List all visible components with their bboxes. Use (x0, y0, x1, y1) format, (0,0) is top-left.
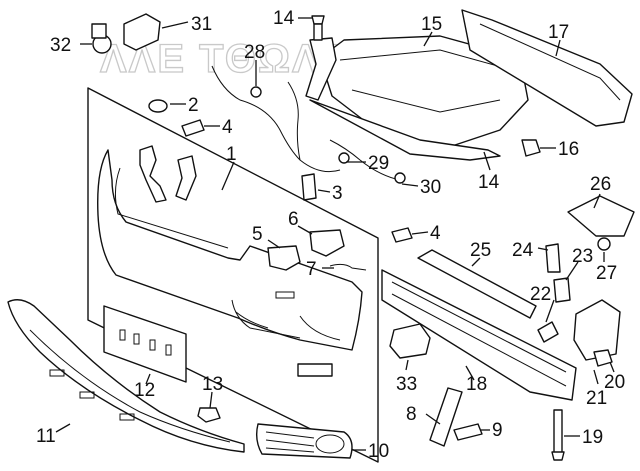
callout-7: 7 (306, 259, 317, 280)
callout-12: 12 (134, 380, 155, 401)
callout-34: 33 (396, 374, 417, 395)
plate-bracket (103, 305, 187, 383)
screw-9 (453, 423, 483, 441)
clip-2 (148, 99, 168, 113)
callout-23: 22 (530, 284, 551, 305)
callout-20: 19 (582, 427, 603, 448)
callouts: 31 32 14 28 15 17 2 4 1 3 16 14 29 30 5 … (36, 8, 625, 462)
harness-29 (211, 65, 301, 161)
cover-bracket-right (175, 155, 197, 201)
leader-lines (55, 17, 615, 451)
bumper-cover-panel (87, 87, 379, 463)
bolt-15 (311, 15, 325, 25)
callout-21: 20 (604, 372, 625, 393)
connector-29 (250, 86, 262, 98)
callout-4b: 4 (430, 223, 441, 244)
clip-13 (197, 407, 221, 423)
bolt-20 (553, 409, 563, 457)
harness-31 (329, 139, 401, 181)
harness-main (287, 81, 341, 173)
bolt-22 (593, 349, 613, 367)
part-7 (329, 263, 367, 271)
callout-22: 21 (586, 388, 607, 409)
callout-2: 2 (188, 95, 199, 116)
callout-27: 26 (590, 174, 611, 195)
callout-30: 29 (368, 153, 389, 174)
lower-spoiler (7, 299, 245, 453)
sensor-32 (123, 13, 161, 51)
callout-1: 1 (226, 144, 237, 165)
bolt-25 (545, 243, 561, 273)
cover-bracket-left (139, 145, 167, 203)
callout-3: 3 (332, 183, 343, 204)
bolt-15-shank (313, 23, 323, 41)
callout-4a: 4 (222, 117, 233, 138)
callout-28: 27 (596, 263, 617, 284)
callout-18: 17 (548, 22, 569, 43)
connector-30 (338, 152, 350, 164)
callout-31: 30 (420, 177, 441, 198)
undershield-14 (309, 99, 501, 161)
callout-8: 8 (406, 404, 417, 425)
callout-29: 28 (244, 42, 265, 63)
bumper-cover (97, 149, 363, 351)
impact-absorber-18 (461, 9, 633, 127)
bolt-23 (537, 321, 559, 343)
bracket-top (305, 37, 337, 101)
sensor-33-body (91, 23, 107, 39)
callout-15: 14 (273, 8, 295, 29)
callout-24: 23 (572, 246, 593, 267)
undershield-16 (319, 35, 529, 151)
reinforcement-bar-19 (381, 269, 577, 401)
screw-3 (301, 173, 317, 201)
callout-9: 9 (492, 420, 503, 441)
callout-13: 13 (202, 374, 223, 395)
callout-33: 32 (50, 35, 71, 56)
bolt-17 (521, 139, 541, 157)
callout-14: 14 (478, 172, 500, 193)
bracket-21 (573, 299, 621, 361)
callout-19: 18 (466, 374, 487, 395)
callout-10: 10 (368, 441, 389, 462)
bracket-27 (567, 195, 635, 237)
callout-6: 6 (288, 209, 299, 230)
screw-4b (391, 227, 413, 243)
part-5 (267, 245, 301, 271)
callout-16: 15 (421, 14, 442, 35)
bracket-24 (553, 277, 571, 303)
screw-4a (181, 119, 205, 137)
connector-31 (394, 172, 406, 184)
absorber-26 (417, 249, 537, 319)
park-sensor-bracket (297, 363, 333, 377)
nut-28 (597, 237, 611, 251)
module-34 (389, 323, 431, 359)
callout-17: 16 (558, 139, 579, 160)
callout-26: 25 (470, 240, 491, 261)
callout-5: 5 (252, 224, 263, 245)
bracket-8 (429, 387, 463, 447)
part-6 (309, 229, 345, 257)
callout-11: 11 (36, 426, 56, 447)
callout-25: 24 (512, 240, 534, 261)
callout-32: 31 (191, 14, 212, 35)
